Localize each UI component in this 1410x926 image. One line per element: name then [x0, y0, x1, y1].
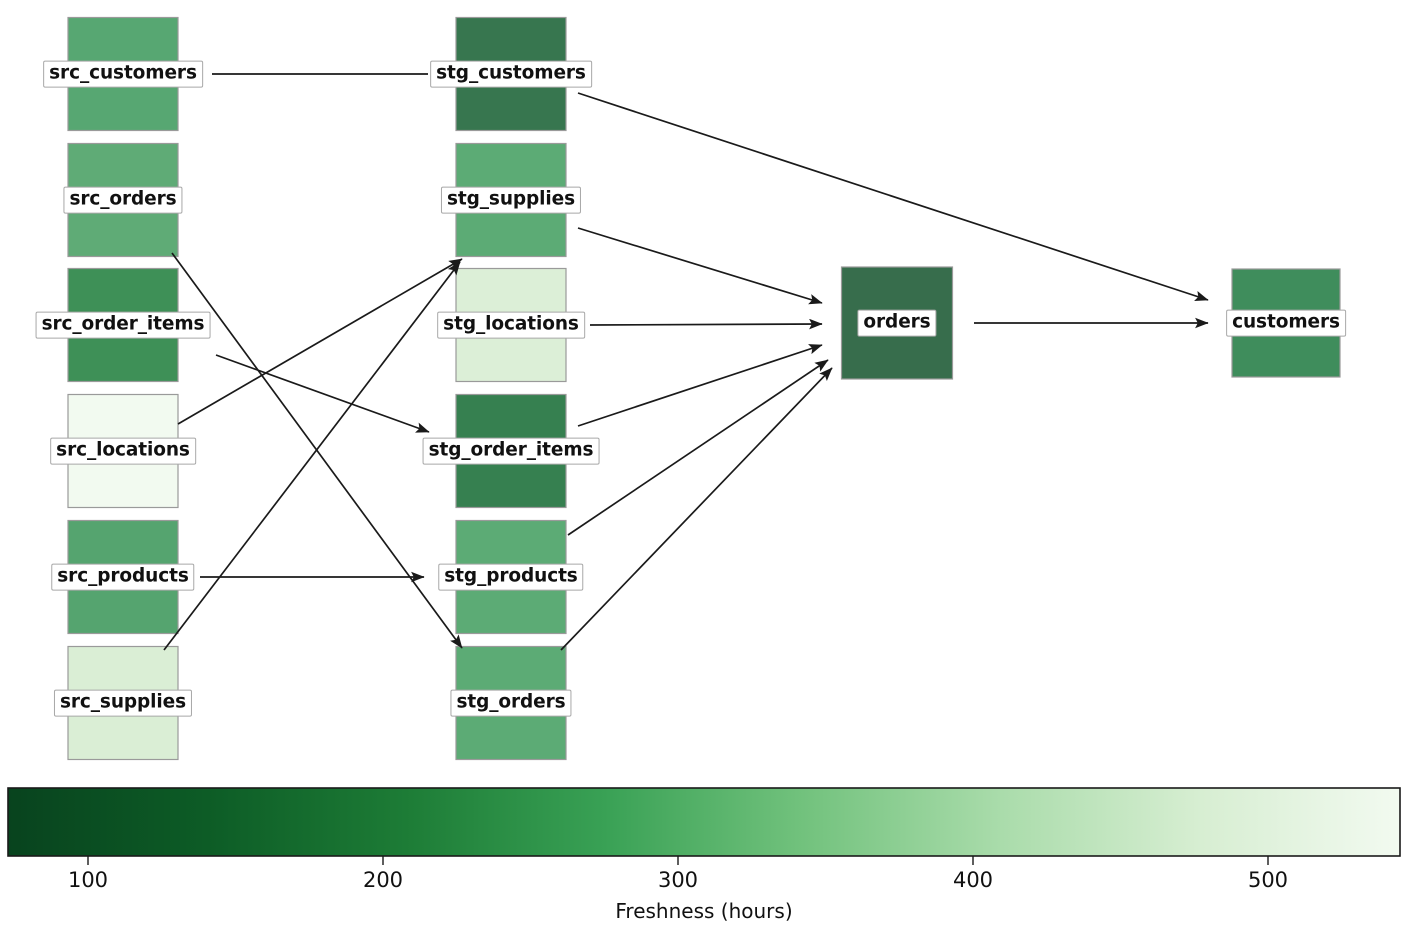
edge-stg_products-to-orders: [567, 359, 829, 536]
node-label-stg_supplies[interactable]: stg_supplies: [440, 186, 582, 214]
colorbar-tick-label-200: 200: [362, 868, 404, 892]
colorbar-tick-label-300: 300: [657, 868, 699, 892]
node-label-src_customers[interactable]: src_customers: [43, 60, 203, 88]
colorbar-ticks: [87, 856, 1269, 865]
edge-stg_supplies-to-orders: [577, 227, 823, 305]
colorbar-border: [7, 787, 1401, 857]
edge-src_supplies-to-stg_locations: [163, 261, 461, 651]
node-label-orders[interactable]: orders: [857, 309, 937, 337]
colorbar-tick-label-400: 400: [952, 868, 994, 892]
edge-stg_order_items-to-orders: [577, 344, 823, 427]
node-label-stg_orders[interactable]: stg_orders: [450, 689, 572, 717]
node-label-stg_locations[interactable]: stg_locations: [437, 311, 585, 339]
node-label-src_orders[interactable]: src_orders: [63, 186, 183, 214]
node-label-src_locations[interactable]: src_locations: [50, 437, 196, 465]
colorbar-gradient: [8, 788, 1400, 856]
edge-src_locations-to-stg_locations: [177, 258, 463, 425]
node-label-customers[interactable]: customers: [1226, 309, 1346, 337]
node-label-stg_products[interactable]: stg_products: [438, 563, 584, 591]
colorbar-axis-label: Freshness (hours): [615, 899, 793, 923]
colorbar-tick-label-100: 100: [67, 868, 109, 892]
node-label-src_supplies[interactable]: src_supplies: [53, 689, 193, 717]
node-label-src_order_items[interactable]: src_order_items: [35, 311, 211, 339]
edge-stg_locations-to-orders: [589, 318, 823, 330]
node-label-stg_order_items[interactable]: stg_order_items: [422, 437, 600, 465]
edge-stg_customers-to-customers: [577, 92, 1209, 301]
edge-src_order_items-to-stg_order_items: [215, 354, 430, 433]
node-label-src_products[interactable]: src_products: [51, 563, 195, 591]
colorbar-tick-label-500: 500: [1247, 868, 1289, 892]
node-label-stg_customers[interactable]: stg_customers: [430, 60, 592, 88]
edge-stg_orders-to-orders: [560, 367, 833, 651]
